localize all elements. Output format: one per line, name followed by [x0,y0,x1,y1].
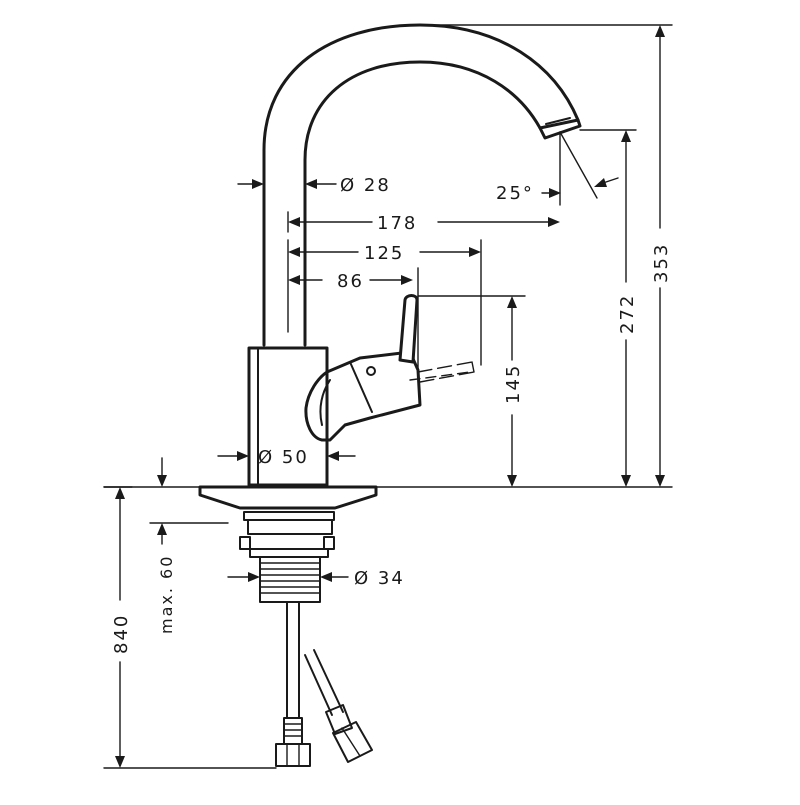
lever-screw-icon [366,366,376,376]
lever-alternate-position [417,361,475,383]
shank-washer [243,511,335,521]
lever-hub [304,350,422,442]
dimension-spout-angle: 25° [496,183,534,204]
dimension-handle-reach: 125 [364,243,404,264]
dimension-spout-outlet-height: 272 [617,294,638,334]
aerator-outlet [545,117,571,125]
spout-tip [538,118,582,140]
lever-hub-shading [319,379,331,426]
dimension-hose-diameter: Ø 28 [340,175,391,196]
dimension-max-counter-thickness: max. 60 [157,555,176,634]
lever-alternate-path [409,371,471,381]
valve-body [247,346,329,487]
threaded-shank [259,556,321,603]
dimension-total-height: 353 [651,243,672,283]
dimension-thread-diameter: Ø 34 [354,568,405,589]
shank-nut [247,519,333,535]
dimension-handle-offset: 86 [337,271,364,292]
dimension-spout-reach: 178 [377,213,417,234]
dimension-handle-height: 145 [503,364,524,404]
faucet-outline [103,23,673,767]
lever-hub-inner [349,361,373,413]
shank-bracket-left [239,536,251,550]
shank-clamp [249,548,329,558]
counter-plate [198,485,378,510]
lever-handle [398,294,419,364]
hose-fitting-left [275,717,311,767]
dimension-lines [103,24,673,769]
dimension-body-diameter: Ø 50 [258,447,309,468]
supply-hose-left [286,601,300,719]
dimension-hose-length: 840 [111,614,132,654]
supply-hose-right [304,649,344,716]
hose-fitting-right [325,704,373,763]
shank-bracket-right [323,536,335,550]
spout-inner-contour [303,60,542,347]
